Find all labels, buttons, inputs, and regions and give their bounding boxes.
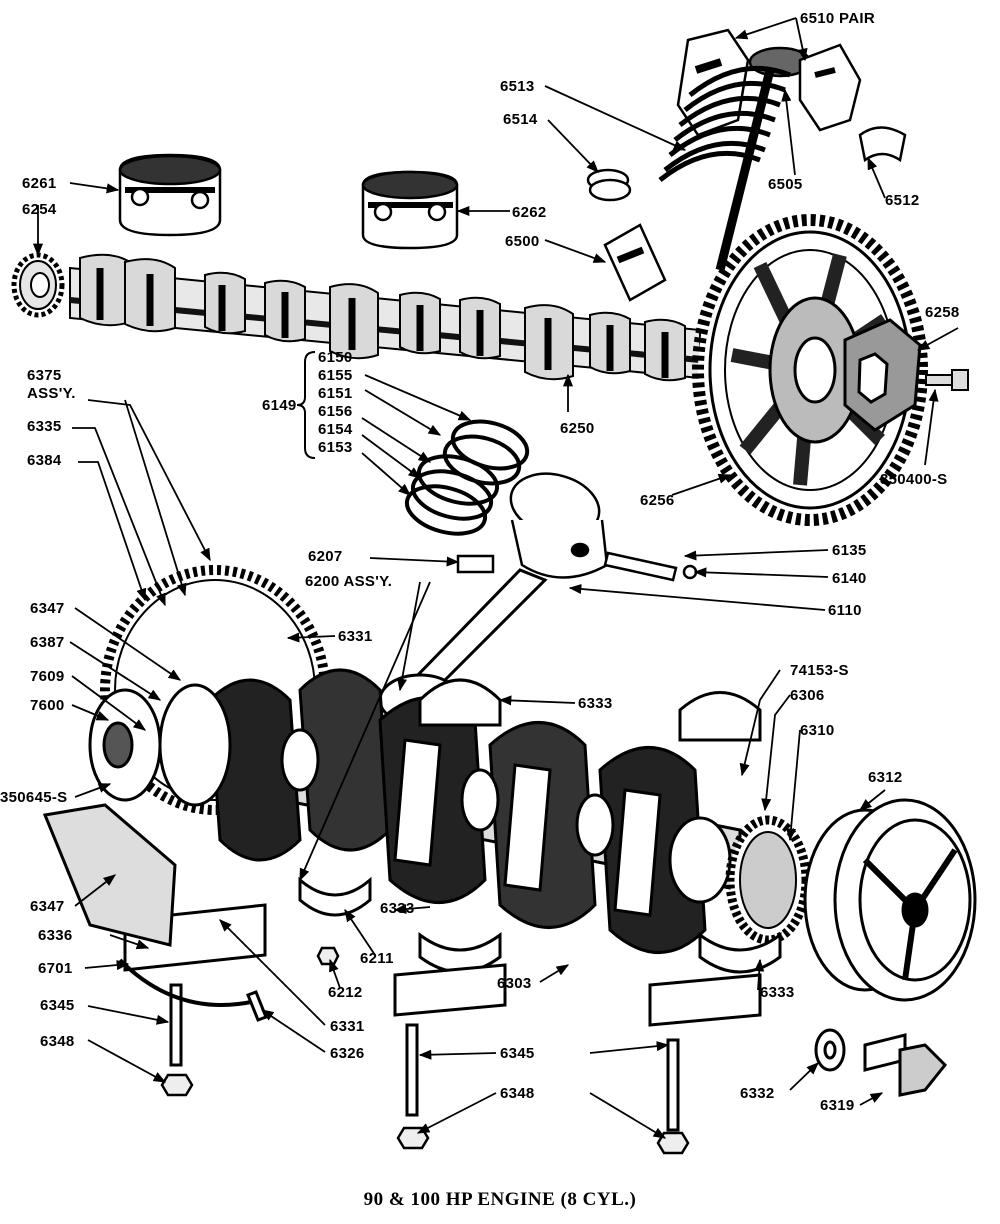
callout-6348-center: 6348 xyxy=(500,1085,535,1102)
callout-6212: 6212 xyxy=(328,984,363,1001)
callout-6151: 6151 xyxy=(318,385,353,402)
callout-6333-upper: 6333 xyxy=(578,695,613,712)
leader-lines xyxy=(32,17,959,1139)
gear-6254 xyxy=(11,252,65,318)
callout-6312: 6312 xyxy=(868,769,903,786)
crankshaft-6303 xyxy=(178,668,742,954)
callout-6505: 6505 xyxy=(768,176,803,193)
crank-gear-6306 xyxy=(725,815,811,945)
thrust-plate-6258 xyxy=(843,318,922,432)
callout-6384: 6384 xyxy=(27,452,62,469)
guide-6500 xyxy=(603,223,667,302)
timing-gear-6256 xyxy=(692,214,928,526)
callout-6701: 6701 xyxy=(38,960,73,977)
callout-6333-middle: 6333 xyxy=(380,900,415,917)
bracket-6149 xyxy=(296,351,316,459)
camshaft xyxy=(69,253,701,382)
callout-6258: 6258 xyxy=(925,304,960,321)
figure-caption: 90 & 100 HP ENGINE (8 CYL.) xyxy=(363,1189,637,1210)
pulley-6312 xyxy=(803,798,977,1002)
callout-6155: 6155 xyxy=(318,367,353,384)
starter-jaw-6319 xyxy=(863,1033,948,1097)
bearing-6261 xyxy=(118,153,222,237)
studs-6345 xyxy=(169,983,680,1132)
callout-6156: 6156 xyxy=(318,403,353,420)
callout-6310: 6310 xyxy=(800,722,835,739)
callout-6348-left: 6348 xyxy=(40,1033,75,1050)
spring-6513 xyxy=(658,65,791,182)
callout-6331-upper: 6331 xyxy=(338,628,373,645)
callout-350645-S: 350645-S xyxy=(0,789,68,806)
callout-6347-lower: 6347 xyxy=(30,898,65,915)
callout-6375-assy: ASS'Y. xyxy=(27,385,76,402)
callout-6331-lower: 6331 xyxy=(330,1018,365,1035)
callout-6207: 6207 xyxy=(308,548,343,565)
callout-6262: 6262 xyxy=(512,204,547,221)
retainer-6512 xyxy=(858,126,907,163)
callout-6514: 6514 xyxy=(503,111,538,128)
callout-6510: 6510 PAIR xyxy=(800,10,875,27)
callout-6261: 6261 xyxy=(22,175,57,192)
washer-6332 xyxy=(814,1028,846,1072)
callout-6135: 6135 xyxy=(832,542,867,559)
callout-7600: 7600 xyxy=(30,697,65,714)
callout-6254: 6254 xyxy=(22,201,57,218)
callout-6110: 6110 xyxy=(828,602,862,619)
callout-350400-S: 350400-S xyxy=(880,471,948,488)
pin-6326 xyxy=(246,990,268,1022)
callout-6513: 6513 xyxy=(500,78,535,95)
callout-6512: 6512 xyxy=(885,192,920,209)
callout-7609: 7609 xyxy=(30,668,65,685)
callout-6200: 6200 ASS'Y. xyxy=(305,573,393,590)
callout-6345-center: 6345 xyxy=(500,1045,535,1062)
seal-6701 xyxy=(118,958,261,1007)
callout-6256: 6256 xyxy=(640,492,675,509)
callout-6154: 6154 xyxy=(318,421,353,438)
callout-6332: 6332 xyxy=(740,1085,775,1102)
callout-6150: 6150 xyxy=(318,349,353,366)
callout-6319: 6319 xyxy=(820,1097,855,1114)
oil-pan-section xyxy=(42,803,177,947)
callout-6326: 6326 xyxy=(330,1045,365,1062)
callout-6336: 6336 xyxy=(38,927,73,944)
callout-6335: 6335 xyxy=(27,418,62,435)
callout-6387: 6387 xyxy=(30,634,65,651)
keeper-6514 xyxy=(586,168,632,202)
valve-6510 xyxy=(676,28,862,272)
callout-6345-left: 6345 xyxy=(40,997,75,1014)
callout-6375: 6375 xyxy=(27,367,62,384)
callout-6333-lower: 6333 xyxy=(760,984,795,1001)
callout-74153-S: 74153-S xyxy=(790,662,849,679)
bearing-6262 xyxy=(361,170,459,250)
callout-6347-upper: 6347 xyxy=(30,600,65,617)
callout-6140: 6140 xyxy=(832,570,867,587)
callout-6500: 6500 xyxy=(505,233,540,250)
callout-6211: 6211 xyxy=(360,950,394,967)
callout-6306: 6306 xyxy=(790,687,825,704)
callout-6149: 6149 xyxy=(262,397,297,414)
callout-6303: 6303 xyxy=(497,975,532,992)
bolt-350400-S xyxy=(925,369,969,391)
callout-6153: 6153 xyxy=(318,439,353,456)
callout-6250: 6250 xyxy=(560,420,595,437)
piston-6110 xyxy=(509,472,609,579)
